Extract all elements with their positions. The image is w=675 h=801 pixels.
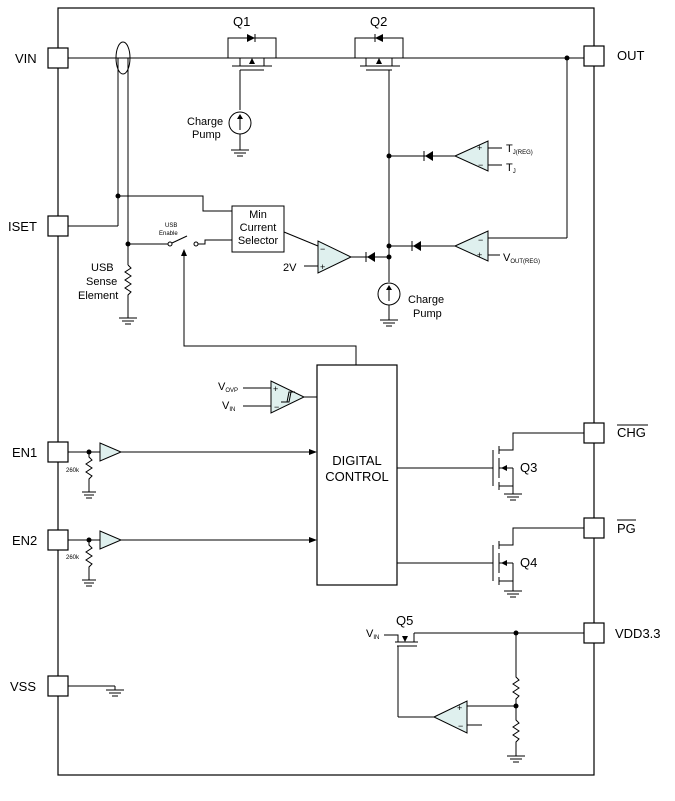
en1-pulldown-resistor (85, 452, 93, 492)
selector-line2: Current (240, 222, 277, 234)
q3-label: Q3 (520, 460, 537, 475)
pin-en2-label: EN2 (12, 533, 37, 548)
vin-q5-label: VIN (366, 628, 379, 641)
iset-usb-wiring: USB Enable USB Sense Element (68, 58, 357, 365)
chip-outline (57, 7, 595, 776)
pin-pg: PG (583, 517, 636, 539)
charge-pump-1: Charge Pump (187, 111, 252, 157)
charge-pump-2-line2: Pump (413, 308, 442, 320)
q5-label: Q5 (396, 613, 413, 628)
pin-vss-label: VSS (10, 679, 36, 694)
tj-reg-label: TJ(REG) (506, 143, 533, 156)
digital-control-block: DIGITAL CONTROL (316, 364, 398, 586)
en2-resistor-label: 260k (66, 555, 80, 561)
digital-control-line1: DIGITAL (332, 453, 382, 468)
en1-input-path: 260k (66, 442, 317, 499)
transistor-q3: Q3 (397, 432, 584, 501)
pin-out: OUT (583, 45, 645, 67)
tj-regulation-amp: + − TJ(REG) TJ (386, 140, 533, 175)
svg-text:−: − (458, 721, 463, 731)
svg-text:−: − (274, 402, 279, 412)
usb-sense-line1: USB (91, 262, 114, 274)
pin-vin-label: VIN (15, 51, 37, 66)
pin-iset-label: ISET (8, 219, 37, 234)
vin-comparator-label: VIN (222, 400, 235, 413)
pin-vss: VSS (10, 675, 69, 697)
current-sense-loop (115, 41, 131, 75)
vout-regulation-amp: − + VOUT(REG) (386, 58, 568, 265)
ovp-comparator: + − VOVP VIN (218, 380, 317, 414)
pin-en1: EN1 (12, 441, 69, 463)
two-volt-ref-label: 2V (283, 262, 297, 274)
ldo-3v3: Q5 VIN + − (366, 613, 584, 763)
pin-out-label: OUT (617, 48, 645, 63)
pin-chg: CHG (583, 422, 648, 444)
en1-buffer-icon (99, 442, 123, 462)
q4-label: Q4 (520, 555, 537, 570)
svg-text:−: − (478, 235, 483, 245)
power-rail (68, 41, 584, 75)
charge-pump-1-line2: Pump (192, 129, 221, 141)
pin-vdd33: VDD3.3 (583, 622, 661, 644)
pin-chg-label: CHG (617, 425, 646, 440)
selector-line1: Min (249, 209, 267, 221)
vovp-label: VOVP (218, 381, 238, 394)
vout-reg-label: VOUT(REG) (503, 252, 540, 265)
pin-en2: EN2 (12, 529, 69, 551)
charge-pump-2-line1: Charge (408, 294, 444, 306)
pin-vin: VIN (15, 47, 69, 69)
usb-sense-line3: Element (78, 290, 118, 302)
usb-enable-line2: Enable (159, 231, 178, 237)
selector-line3: Selector (238, 235, 279, 247)
usb-enable-line1: USB (165, 223, 177, 229)
pin-pg-label: PG (617, 521, 636, 536)
current-error-amp: − + 2V (283, 231, 392, 282)
pin-vdd33-label: VDD3.3 (615, 626, 661, 641)
usb-sense-resistor (124, 264, 132, 318)
tj-label: TJ (506, 162, 516, 175)
feedback-resistor-bottom (512, 706, 520, 756)
feedback-resistor-top (512, 633, 520, 706)
charge-pump-2: Charge Pump (377, 282, 444, 327)
pin-en1-label: EN1 (12, 445, 37, 460)
transistor-q4: Q4 (397, 527, 584, 598)
svg-text:−: − (320, 244, 325, 254)
transistor-q1: Q1 (227, 14, 277, 110)
q1-label: Q1 (233, 14, 250, 29)
usb-sense-line2: Sense (86, 276, 117, 288)
en2-input-path: 260k (66, 530, 317, 587)
en2-pulldown-resistor (85, 540, 93, 580)
pin-iset: ISET (8, 215, 69, 237)
vss-ground (68, 685, 124, 697)
svg-text:+: + (457, 703, 462, 713)
min-current-selector: Min Current Selector (231, 205, 285, 253)
en1-resistor-label: 260k (66, 468, 80, 474)
svg-text:+: + (477, 250, 482, 260)
charge-pump-1-line1: Charge (187, 116, 223, 128)
transistor-q2: Q2 (354, 14, 404, 254)
svg-text:+: + (320, 262, 325, 272)
en2-buffer-icon (99, 530, 123, 550)
svg-text:−: − (478, 160, 483, 170)
q2-label: Q2 (370, 14, 387, 29)
digital-control-line2: CONTROL (325, 469, 389, 484)
svg-text:+: + (273, 384, 278, 394)
svg-text:+: + (477, 143, 482, 153)
